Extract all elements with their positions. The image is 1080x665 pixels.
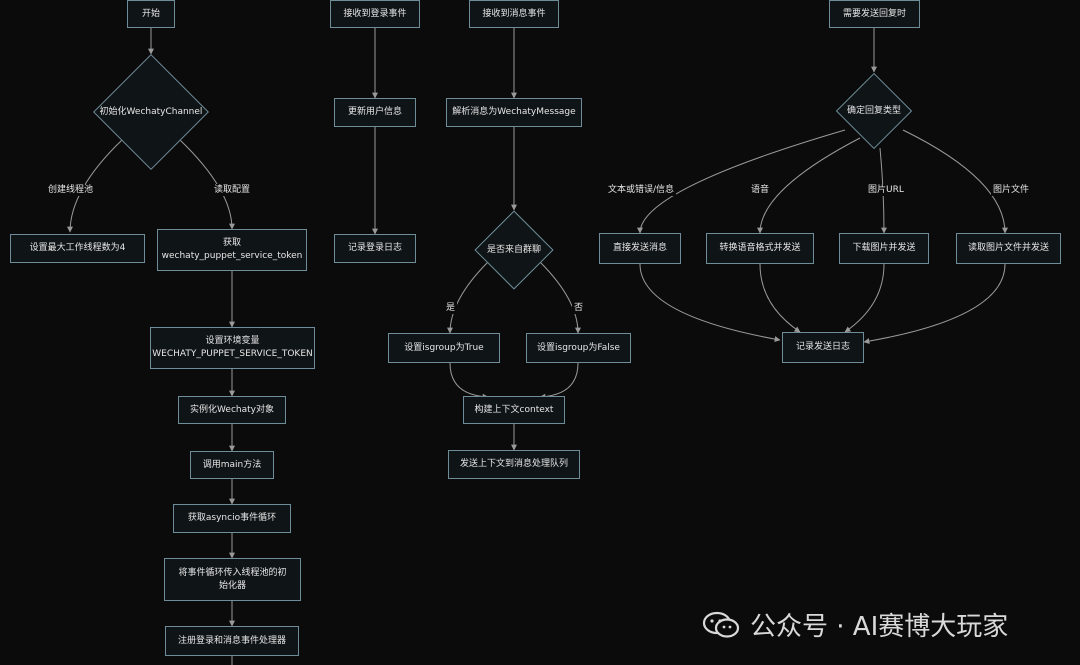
watermark: 公众号 · AI赛博大玩家 [700, 606, 1008, 643]
login-event-node: 接收到登录事件 [330, 0, 420, 28]
log-send-node: 记录发送日志 [782, 332, 864, 363]
init-channel-label: 初始化WechatyChannel [99, 107, 203, 117]
edge-label-image-url: 图片URL [866, 184, 906, 196]
wechat-official-account-icon [702, 611, 740, 638]
msg-event-node: 接收到消息事件 [469, 0, 559, 28]
edge-label-text-error: 文本或错误/信息 [606, 184, 677, 196]
reply-type-decision: 确定回复类型 [835, 72, 913, 150]
send-image-url-node: 下载图片并发送 [839, 233, 929, 264]
edge-group-false [539, 261, 581, 334]
send-direct-node: 直接发送消息 [599, 233, 681, 264]
edge-type-imgfile [902, 129, 1008, 234]
build-context-node: 构建上下文context [463, 396, 565, 424]
update-user-node: 更新用户信息 [334, 98, 416, 127]
set-env-line2: WECHATY_PUPPET_SERVICE_TOKEN [152, 349, 313, 359]
edge-label-read-config: 读取配置 [212, 184, 253, 196]
init-channel-decision: 初始化WechatyChannel [93, 54, 209, 170]
instantiate-node: 实例化Wechaty对象 [178, 396, 286, 424]
start-node: 开始 [127, 0, 175, 28]
edge-type-voice [757, 137, 861, 234]
register-node: 注册登录和消息事件处理器 [165, 626, 299, 656]
is-group-decision: 是否来自群聊 [461, 210, 567, 290]
edge-label-yes: 是 [444, 302, 458, 314]
edge-imgurl-log [844, 263, 885, 333]
edge-label-create-pool: 创建线程池 [46, 184, 96, 196]
is-group-label: 是否来自群聊 [486, 245, 541, 255]
set-env-node: 设置环境变量 WECHATY_PUPPET_SERVICE_TOKEN [150, 327, 315, 369]
edge-voice-log [759, 263, 801, 333]
set-true-node: 设置isgroup为True [388, 333, 500, 363]
set-env-line1: 设置环境变量 [205, 336, 260, 346]
get-token-line2: wechaty_puppet_service_token [161, 251, 303, 261]
edge-false-ctx [539, 362, 579, 400]
call-main-node: 调用main方法 [190, 451, 274, 479]
send-queue-node: 发送上下文到消息处理队列 [448, 450, 580, 479]
parse-msg-node: 解析消息为WechatyMessage [446, 98, 582, 127]
watermark-text: 公众号 · AI赛博大玩家 [750, 612, 1009, 642]
edge-label-voice: 语音 [749, 184, 772, 196]
get-token-node: 获取 wechaty_puppet_service_token [157, 229, 307, 271]
edge-group-true [447, 261, 489, 334]
pass-loop-line2: 始化器 [218, 580, 246, 591]
set-false-node: 设置isgroup为False [526, 333, 631, 363]
edge-label-no: 否 [572, 302, 586, 314]
pass-loop-node: 将事件循环传入线程池的初 始化器 [164, 558, 301, 601]
reply-type-label: 确定回复类型 [846, 106, 901, 116]
get-loop-node: 获取asyncio事件循环 [173, 504, 291, 533]
edge-direct-log [639, 263, 781, 343]
log-login-node: 记录登录日志 [334, 234, 416, 263]
get-token-line1: 获取 [222, 238, 241, 248]
edge-type-direct [637, 129, 846, 234]
edge-imgfile-log [863, 263, 1006, 345]
need-reply-node: 需要发送回复时 [829, 0, 920, 28]
send-voice-node: 转换语音格式并发送 [706, 233, 814, 264]
set-workers-node: 设置最大工作线程数为4 [10, 234, 145, 263]
edge-label-image-file: 图片文件 [991, 184, 1032, 196]
edge-true-ctx [449, 362, 489, 400]
send-image-file-node: 读取图片文件并发送 [956, 233, 1061, 264]
pass-loop-line1: 将事件循环传入线程池的初 [178, 567, 287, 578]
